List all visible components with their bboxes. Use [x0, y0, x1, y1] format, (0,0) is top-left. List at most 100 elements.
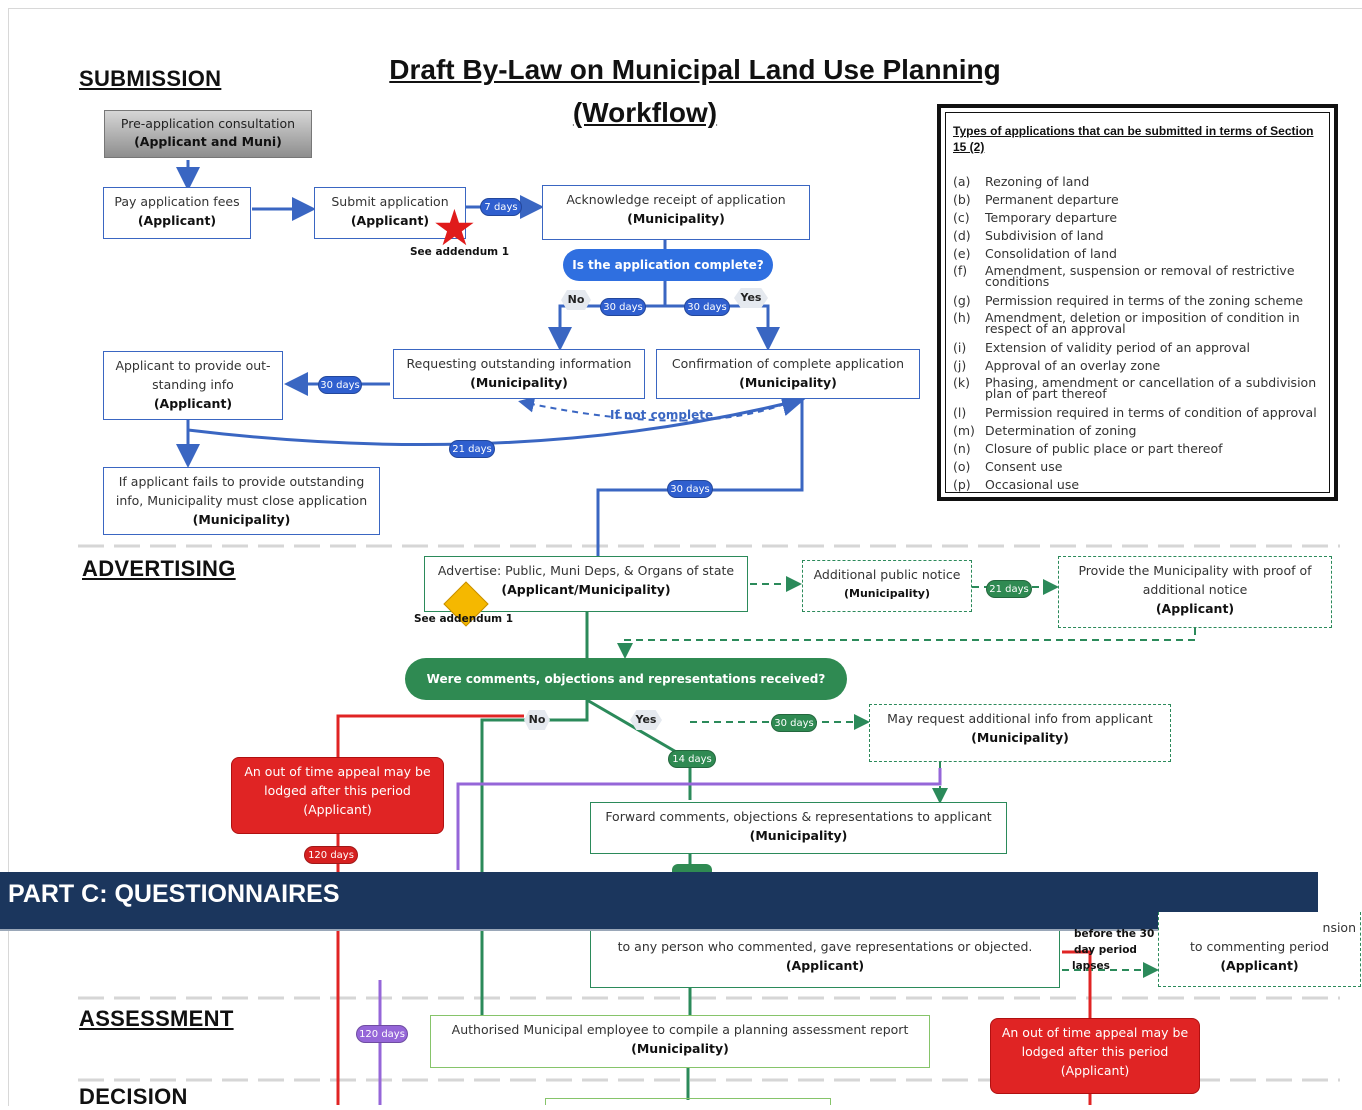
- preapp-box: Pre-application consultation (Applicant …: [104, 110, 312, 158]
- duration-pill: 14 days: [668, 750, 716, 768]
- confirm-text: Confirmation of complete application: [671, 356, 905, 371]
- proof-text-2: additional notice: [1142, 582, 1248, 597]
- type-item: (k)Phasing, amendment or cancellation of…: [953, 375, 1317, 401]
- submit-who: (Applicant): [350, 213, 430, 228]
- see-addendum-note: See addendum 1: [410, 246, 510, 258]
- type-item: (o)Consent use: [953, 459, 1063, 474]
- decision-complete: Is the application complete?: [563, 249, 773, 281]
- preapp-text: Pre-application consultation: [120, 116, 296, 131]
- duration-pill: 30 days: [667, 480, 713, 498]
- confirm-box: Confirmation of complete application (Mu…: [656, 349, 920, 399]
- type-item: (p)Occasional use: [953, 477, 1080, 492]
- day-period-label: day period: [1074, 944, 1137, 956]
- preapp-who: (Applicant and Muni): [134, 134, 282, 149]
- appeal-box-2: An out of time appeal may be lodged afte…: [990, 1018, 1200, 1094]
- advertise-who: (Applicant/Municipality): [501, 582, 671, 597]
- types-heading: Types of applications that can be submit…: [953, 124, 1314, 154]
- decision-comments: Were comments, objections and representa…: [405, 658, 847, 700]
- advertise-text: Advertise: Public, Muni Deps, & Organs o…: [437, 563, 735, 578]
- forward-text: Forward comments, objections & represent…: [605, 809, 992, 824]
- proof-text-1: Provide the Municipality with proof of: [1078, 563, 1312, 578]
- request-text: Requesting outstanding information: [406, 356, 632, 371]
- mayrequest-box: May request additional info from applica…: [869, 704, 1171, 762]
- provide-who: (Applicant): [153, 396, 233, 411]
- assess-who: (Municipality): [631, 1041, 729, 1056]
- extension-box: nsion to commenting period (Applicant): [1158, 912, 1361, 987]
- hidden-pill-top: [672, 864, 712, 872]
- section-advertising: ADVERTISING: [82, 556, 236, 581]
- appeal2-text-1: An out of time appeal may be: [1001, 1025, 1189, 1040]
- type-item: (e)Consolidation of land: [953, 246, 1117, 261]
- forward-who: (Municipality): [749, 828, 848, 843]
- assess-box: Authorised Municipal employee to compile…: [430, 1015, 930, 1068]
- fails-text-1: If applicant fails to provide outstandin…: [118, 474, 365, 489]
- see-addendum-note-2: See addendum 1: [414, 613, 514, 625]
- duration-pill: 30 days: [771, 714, 817, 732]
- page-subtitle: (Workflow): [572, 97, 718, 128]
- addnotice-who: (Municipality): [844, 587, 930, 600]
- addnotice-text: Additional public notice: [813, 567, 961, 582]
- mayrequest-text: May request additional info from applica…: [887, 711, 1153, 726]
- duration-pill: 7 days: [480, 198, 522, 216]
- appeal2-who: (Applicant): [1060, 1063, 1130, 1078]
- type-item: (b)Permanent departure: [953, 192, 1119, 207]
- duration-pill: 30 days: [600, 298, 646, 316]
- request-box: Requesting outstanding information (Muni…: [393, 349, 645, 399]
- type-item: (c)Temporary departure: [953, 210, 1118, 225]
- part-c-banner: PART C: QUESTIONNAIRES: [0, 872, 1318, 931]
- duration-pill: 120 days: [356, 1025, 408, 1043]
- extension-text: to commenting period: [1189, 939, 1330, 954]
- duration-pill: 30 days: [684, 298, 730, 316]
- fails-who: (Municipality): [192, 512, 291, 527]
- appeal2-text-2: lodged after this period: [1021, 1044, 1169, 1059]
- duration-pill: 120 days: [304, 846, 358, 864]
- type-item: (f)Amendment, suspension or removal of r…: [953, 263, 1295, 289]
- type-item: (n)Closure of public place or part there…: [953, 441, 1223, 456]
- if-not-complete-label: If not complete: [610, 408, 714, 422]
- pay-box: Pay application fees (Applicant): [103, 187, 251, 239]
- submit-box: Submit application (Applicant): [314, 187, 466, 239]
- ack-text: Acknowledge receipt of application: [566, 192, 786, 207]
- type-item: (g)Permission required in terms of the z…: [953, 293, 1304, 308]
- ack-box: Acknowledge receipt of application (Muni…: [542, 185, 810, 240]
- section-decision: DECISION: [79, 1084, 188, 1109]
- star-icon: ★: [432, 199, 477, 257]
- appeal1-text-1: An out of time appeal may be: [244, 764, 431, 779]
- duration-pill: 30 days: [318, 376, 362, 394]
- duration-pill: 21 days: [986, 580, 1032, 598]
- type-item: (d)Subdivision of land: [953, 228, 1104, 243]
- section-submission: SUBMISSION: [79, 66, 222, 91]
- mayrequest-who: (Municipality): [971, 730, 1069, 745]
- appeal1-text-2: lodged after this period: [264, 783, 411, 798]
- extension-text-0: nsion: [1322, 920, 1356, 935]
- yes-label-1: Yes: [734, 288, 768, 308]
- duration-pill: 21 days: [449, 440, 495, 458]
- forward-box: Forward comments, objections & represent…: [590, 802, 1007, 854]
- section-assessment: ASSESSMENT: [79, 1006, 234, 1031]
- advertise-box: Advertise: Public, Muni Deps, & Organs o…: [424, 556, 748, 612]
- lapses-label: lapses: [1072, 960, 1110, 972]
- appeal-box-1: An out of time appeal may be lodged afte…: [231, 757, 444, 834]
- type-item: (h)Amendment, deletion or imposition of …: [953, 310, 1300, 336]
- decision-box-top: [545, 1098, 831, 1105]
- application-types-panel: Types of applications that can be submit…: [937, 104, 1338, 501]
- fails-box: If applicant fails to provide outstandin…: [103, 467, 380, 535]
- pay-text: Pay application fees: [114, 194, 240, 209]
- type-item: (m)Determination of zoning: [953, 423, 1137, 438]
- confirm-who: (Municipality): [739, 375, 837, 390]
- request-who: (Municipality): [470, 375, 568, 390]
- submit-text: Submit application: [331, 194, 449, 209]
- tocommenter-box: to any person who commented, gave repres…: [590, 931, 1060, 988]
- banner-title: PART C: QUESTIONNAIRES: [8, 880, 340, 908]
- ack-who: (Municipality): [627, 211, 725, 226]
- type-item: (l)Permission required in terms of condi…: [953, 405, 1317, 420]
- no-label-1: No: [561, 290, 591, 310]
- fails-text-2: info, Municipality must close applicatio…: [115, 493, 368, 508]
- proof-who: (Applicant): [1155, 601, 1235, 616]
- before-period-label: before the 30: [1074, 928, 1155, 940]
- type-item: (i)Extension of validity period of an ap…: [953, 340, 1250, 355]
- types-list: (a)Rezoning of land (b)Permanent departu…: [953, 175, 1333, 496]
- page-title: Draft By-Law on Municipal Land Use Plann…: [389, 54, 1001, 85]
- appeal1-who: (Applicant): [303, 802, 372, 817]
- tocommenter-text: to any person who commented, gave repres…: [617, 939, 1033, 954]
